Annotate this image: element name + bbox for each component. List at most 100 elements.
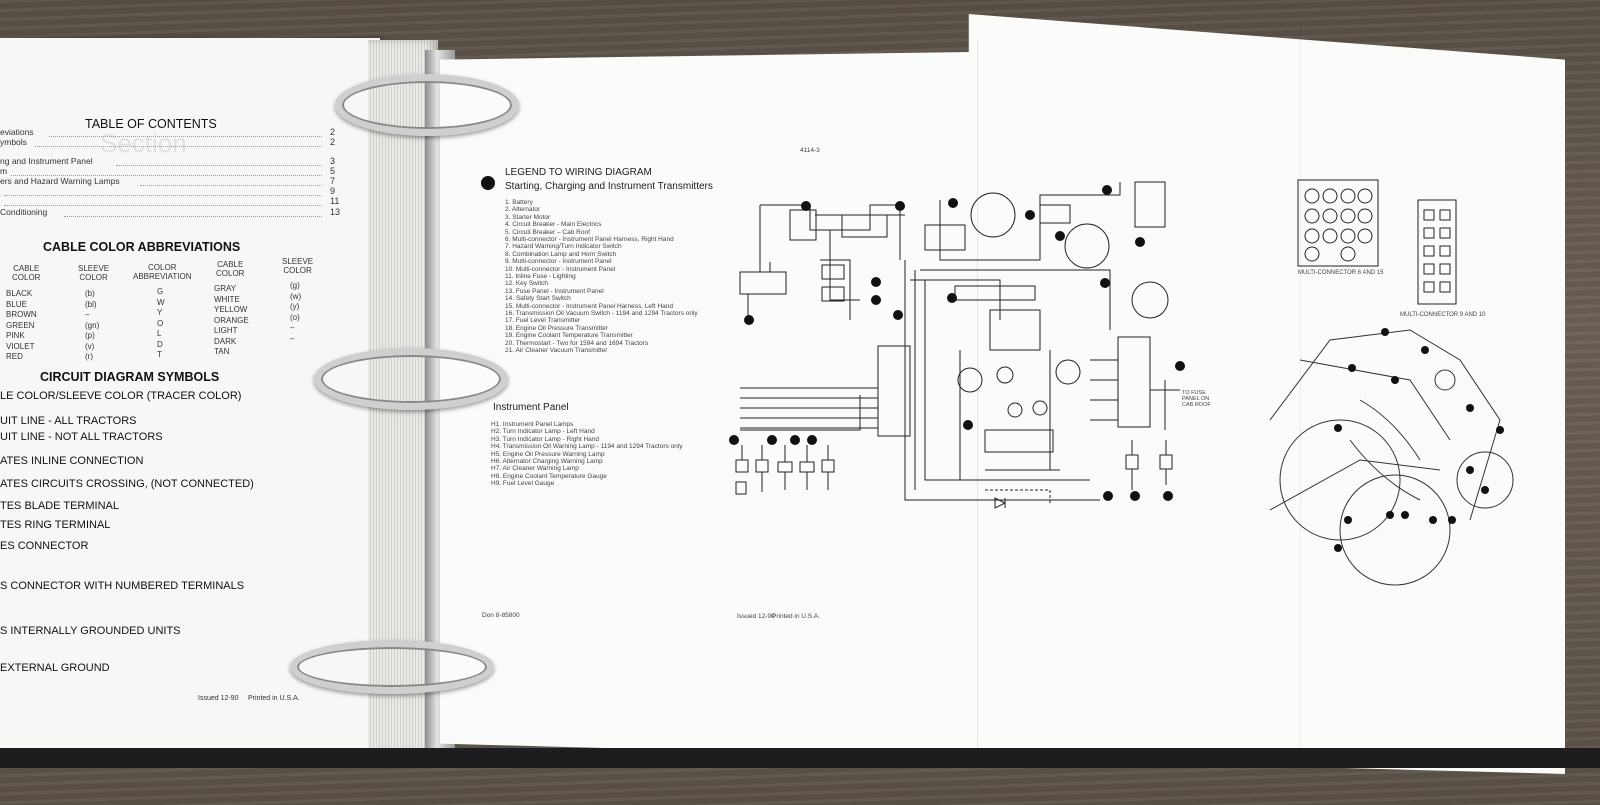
legend-item: 4. Circuit Breaker - Main Electrics bbox=[505, 221, 602, 229]
symbol-description: UIT LINE - NOT ALL TRACTORS bbox=[0, 431, 163, 443]
cable-color-name: LIGHT bbox=[214, 326, 238, 335]
panel-legend-item: H6. Alternator Charging Warning Lamp bbox=[491, 458, 603, 465]
sleeve-color: – bbox=[290, 323, 295, 332]
symbol-description: EXTERNAL GROUND bbox=[0, 662, 110, 674]
page-fold-2 bbox=[1300, 20, 1301, 760]
cable-color-name: VIOLET bbox=[6, 341, 35, 351]
cable-color-name: GRAY bbox=[214, 284, 237, 293]
legend-item: 10. Multi-connector - Instrument Panel bbox=[505, 265, 616, 273]
page-fold bbox=[977, 40, 978, 760]
diagram-footer-printed: Printed in U.S.A. bbox=[772, 613, 821, 620]
toc-entry-page: 2 bbox=[330, 137, 336, 147]
cable-color-name: TAN bbox=[214, 347, 230, 356]
tractor-sketch bbox=[1269, 329, 1514, 586]
cable-color-name: RED bbox=[6, 352, 23, 361]
legend-item: 19. Engine Coolant Temperature Transmitt… bbox=[505, 332, 633, 340]
symbol-description: LE COLOR/SLEEVE COLOR (TRACER COLOR) bbox=[0, 390, 242, 402]
cable-color-name: ORANGE bbox=[214, 315, 249, 325]
legend-item: 8. Combination Lamp and Horn Switch bbox=[505, 250, 617, 258]
toc-entry-label: ers and Hazard Warning Lamps bbox=[0, 176, 120, 186]
legend-item: 11. Inline Fuse - Lighting bbox=[505, 273, 576, 280]
diagram-callout-markers bbox=[729, 185, 1185, 501]
diagram-footer-issued: Issued 12-90 bbox=[737, 613, 775, 620]
sleeve-color: (gn) bbox=[85, 320, 100, 330]
table-header-col-sleeve2: SLEEVE COLOR bbox=[282, 257, 314, 275]
toc-leader bbox=[116, 165, 322, 167]
toc-leader bbox=[63, 216, 322, 218]
legend-item: 9. Multi-connector - Instrument Panel bbox=[505, 258, 612, 266]
fuse-note: TO FUSE PANEL ON CAB ROOF bbox=[1182, 390, 1211, 408]
symbol-description: UIT LINE - ALL TRACTORS bbox=[0, 415, 137, 427]
legend-item: 3. Starter Motor bbox=[505, 213, 551, 221]
toc-entry-page: 9 bbox=[330, 186, 336, 196]
toc-leader bbox=[4, 195, 322, 197]
panel-legend-item: H7. Air Cleaner Warning Lamp bbox=[491, 465, 579, 473]
cable-color-name: BLUE bbox=[6, 299, 27, 309]
table-header-col-abbr: COLOR ABBREVIATION bbox=[133, 263, 192, 281]
color-abbreviation: O bbox=[157, 318, 164, 328]
symbols-heading: CIRCUIT DIAGRAM SYMBOLS bbox=[40, 370, 220, 384]
toc-entry-page: 11 bbox=[330, 196, 340, 206]
color-abbreviation: T bbox=[157, 350, 162, 359]
right-page bbox=[440, 14, 1565, 774]
color-abbreviation: L bbox=[157, 329, 162, 338]
toc-entry-label: eviations bbox=[0, 127, 34, 137]
legend-item: 18. Engine Oil Pressure Transmitter bbox=[505, 324, 608, 332]
sleeve-color: (b) bbox=[85, 289, 95, 298]
connector-circle-3 bbox=[1131, 281, 1169, 319]
sleeve-color: (v) bbox=[85, 341, 95, 351]
symbol-description: S INTERNALLY GROUNDED UNITS bbox=[0, 625, 181, 637]
sleeve-color: (o) bbox=[290, 312, 300, 322]
binder-ring-top bbox=[335, 74, 519, 136]
connector-label-a: MULTI-CONNECTOR 6 AND 15 bbox=[1298, 270, 1384, 276]
cable-color-name: BLACK bbox=[6, 289, 33, 298]
legend-item: 12. Key Switch bbox=[505, 280, 548, 288]
sleeve-color: – bbox=[290, 333, 295, 343]
legend-item: 6. Multi-connector - Instrument Panel Ha… bbox=[505, 236, 674, 243]
binder-ring-bottom bbox=[290, 640, 494, 694]
sleeve-color: (bl) bbox=[85, 299, 97, 309]
toc-entry-label: ng and Instrument Panel bbox=[0, 156, 93, 166]
doc-code: Don 8-85800 bbox=[482, 612, 520, 619]
panel-legend-item: H1. Instrument Panel Lamps bbox=[491, 421, 574, 428]
panel-legend-item: H8. Engine Coolant Temperature Gauge bbox=[491, 472, 607, 480]
connector-label-b: MULTI-CONNECTOR 9 AND 10 bbox=[1400, 312, 1486, 318]
panel-legend-item: H5. Engine Oil Pressure Warning Lamp bbox=[491, 450, 605, 458]
legend-item: 20. Thermostart - Two for 1594 and 1694 … bbox=[505, 339, 649, 347]
legend-item: 7. Hazard Warning/Turn Indicator Switch bbox=[505, 243, 622, 251]
section-watermark: Section bbox=[100, 128, 187, 158]
cable-color-heading: CABLE COLOR ABBREVIATIONS bbox=[43, 240, 241, 254]
legend-item: 21. Air Cleaner Vacuum Transmitter bbox=[505, 347, 608, 354]
sleeve-color: (p) bbox=[85, 331, 95, 340]
connector-circle-1 bbox=[970, 192, 1016, 238]
toc-title: TABLE OF CONTENTS bbox=[85, 117, 217, 131]
symbol-description: ES CONNECTOR bbox=[0, 540, 89, 552]
sleeve-color: (r) bbox=[85, 352, 93, 361]
legend-subtitle: Starting, Charging and Instrument Transm… bbox=[505, 181, 713, 192]
toc-entry-label: m bbox=[0, 166, 8, 176]
cable-color-name: WHITE bbox=[214, 294, 240, 304]
sleeve-color: (w) bbox=[290, 291, 302, 301]
color-abbreviation: G bbox=[157, 287, 164, 296]
color-abbreviation: Y bbox=[157, 308, 163, 317]
toc-entry-page: 2 bbox=[330, 127, 336, 137]
toc-entry-page: 3 bbox=[330, 156, 336, 166]
color-abbreviation: D bbox=[157, 339, 163, 349]
sleeve-color: (y) bbox=[290, 302, 300, 311]
toc-entry-label: ymbols bbox=[0, 137, 27, 147]
sleeve-color: (g) bbox=[290, 281, 300, 290]
cable-color-name: DARK bbox=[214, 336, 237, 346]
legend-item: 14. Safety Start Switch bbox=[505, 295, 571, 303]
battery-symbol bbox=[739, 271, 787, 295]
page-code: 4114-3 bbox=[800, 147, 820, 154]
sleeve-color: – bbox=[85, 310, 90, 319]
color-abbreviation: W bbox=[157, 297, 165, 307]
left-footer-printed: Printed in U.S.A. bbox=[248, 695, 300, 702]
toc-leader bbox=[10, 175, 322, 177]
left-page: Section bbox=[0, 38, 380, 758]
panel-legend-item: H4. Transmission Oil Warning Lamp - 1194… bbox=[491, 443, 683, 451]
legend-item: 13. Fuse Panel - Instrument Panel bbox=[505, 287, 604, 295]
cable-color-name: YELLOW bbox=[214, 305, 248, 314]
toc-entry-page: 13 bbox=[330, 207, 341, 217]
table-header-col-sleeve: SLEEVE COLOR bbox=[78, 264, 110, 282]
